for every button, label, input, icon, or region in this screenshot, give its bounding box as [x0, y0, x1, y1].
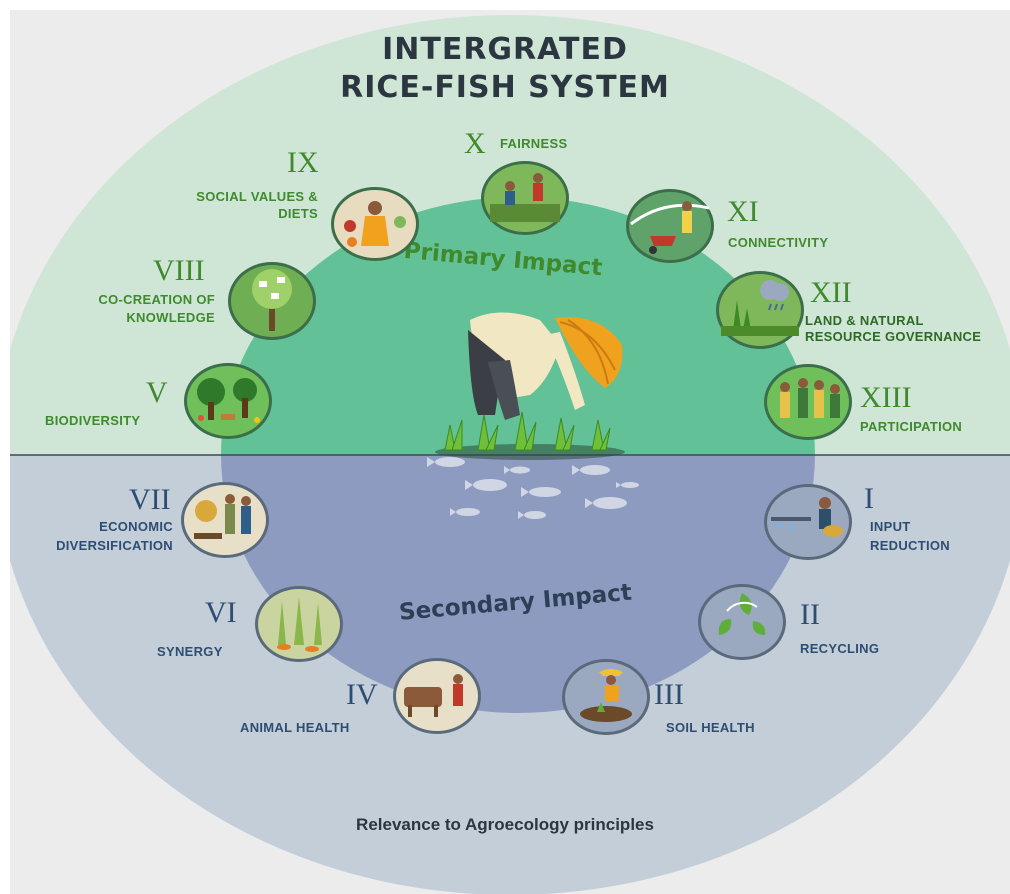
label-soil-health: SOIL HEALTH	[666, 720, 755, 735]
numeral-xiii: XIII	[860, 381, 912, 414]
label-animal-health: ANIMAL HEALTH	[240, 720, 350, 735]
rice-fish-icon	[255, 586, 343, 662]
title-line-1: INTERGRATED	[382, 32, 628, 67]
knowledge-tree-icon	[228, 262, 316, 340]
numeral-i: I	[864, 482, 874, 515]
wheelbarrow-road-icon	[626, 189, 714, 263]
inner-circle-bottom	[221, 455, 815, 713]
label-economic: ECONOMIC	[99, 519, 173, 534]
numeral-xi: XI	[727, 195, 759, 228]
label-participation: PARTICIPATION	[860, 419, 963, 434]
numeral-ix: IX	[287, 146, 319, 179]
label-fairness: FAIRNESS	[500, 136, 568, 151]
label-land-natural: LAND & NATURAL	[805, 313, 924, 328]
recycle-leaves-icon	[698, 584, 786, 660]
cow-farmer-icon	[393, 658, 481, 734]
numeral-v: V	[146, 376, 168, 409]
label-knowledge: KNOWLEDGE	[126, 310, 215, 325]
label-connectivity: CONNECTIVITY	[728, 235, 829, 250]
numeral-iv: IV	[346, 678, 378, 711]
label-diversification: DIVERSIFICATION	[56, 538, 173, 553]
label-reduction: REDUCTION	[870, 538, 950, 553]
fish-feeding-icon	[764, 484, 852, 560]
label-resource-governance: RESOURCE GOVERNANCE	[805, 329, 982, 344]
fish-school-icon	[427, 457, 639, 519]
farmers-field-icon	[481, 161, 569, 235]
label-social-values: SOCIAL VALUES &	[196, 189, 318, 204]
label-synergy: SYNERGY	[157, 644, 223, 659]
rain-grass-icon	[716, 271, 804, 349]
numeral-xii: XII	[810, 276, 852, 309]
title-line-2: RICE-FISH SYSTEM	[340, 70, 670, 105]
trees-animals-icon	[184, 363, 272, 439]
label-diets: DIETS	[278, 206, 318, 221]
label-co-creation: CO-CREATION OF	[98, 292, 215, 307]
numeral-vii: VII	[129, 483, 171, 516]
label-input: INPUT	[870, 519, 911, 534]
label-recycling: RECYCLING	[800, 641, 880, 656]
group-people-icon	[764, 364, 852, 440]
farmer-soil-icon	[562, 659, 650, 735]
market-people-icon	[181, 482, 269, 558]
numeral-ii: II	[800, 598, 820, 631]
label-biodiversity: BIODIVERSITY	[45, 413, 141, 428]
numeral-vi: VI	[205, 596, 237, 629]
numeral-iii: III	[654, 678, 684, 711]
diet-person-icon	[331, 187, 419, 261]
numeral-viii: VIII	[153, 254, 205, 287]
farmer-planting-rice-icon	[435, 312, 625, 460]
numeral-x: X	[464, 127, 486, 160]
footer-caption: Relevance to Agroecology principles	[356, 815, 654, 834]
